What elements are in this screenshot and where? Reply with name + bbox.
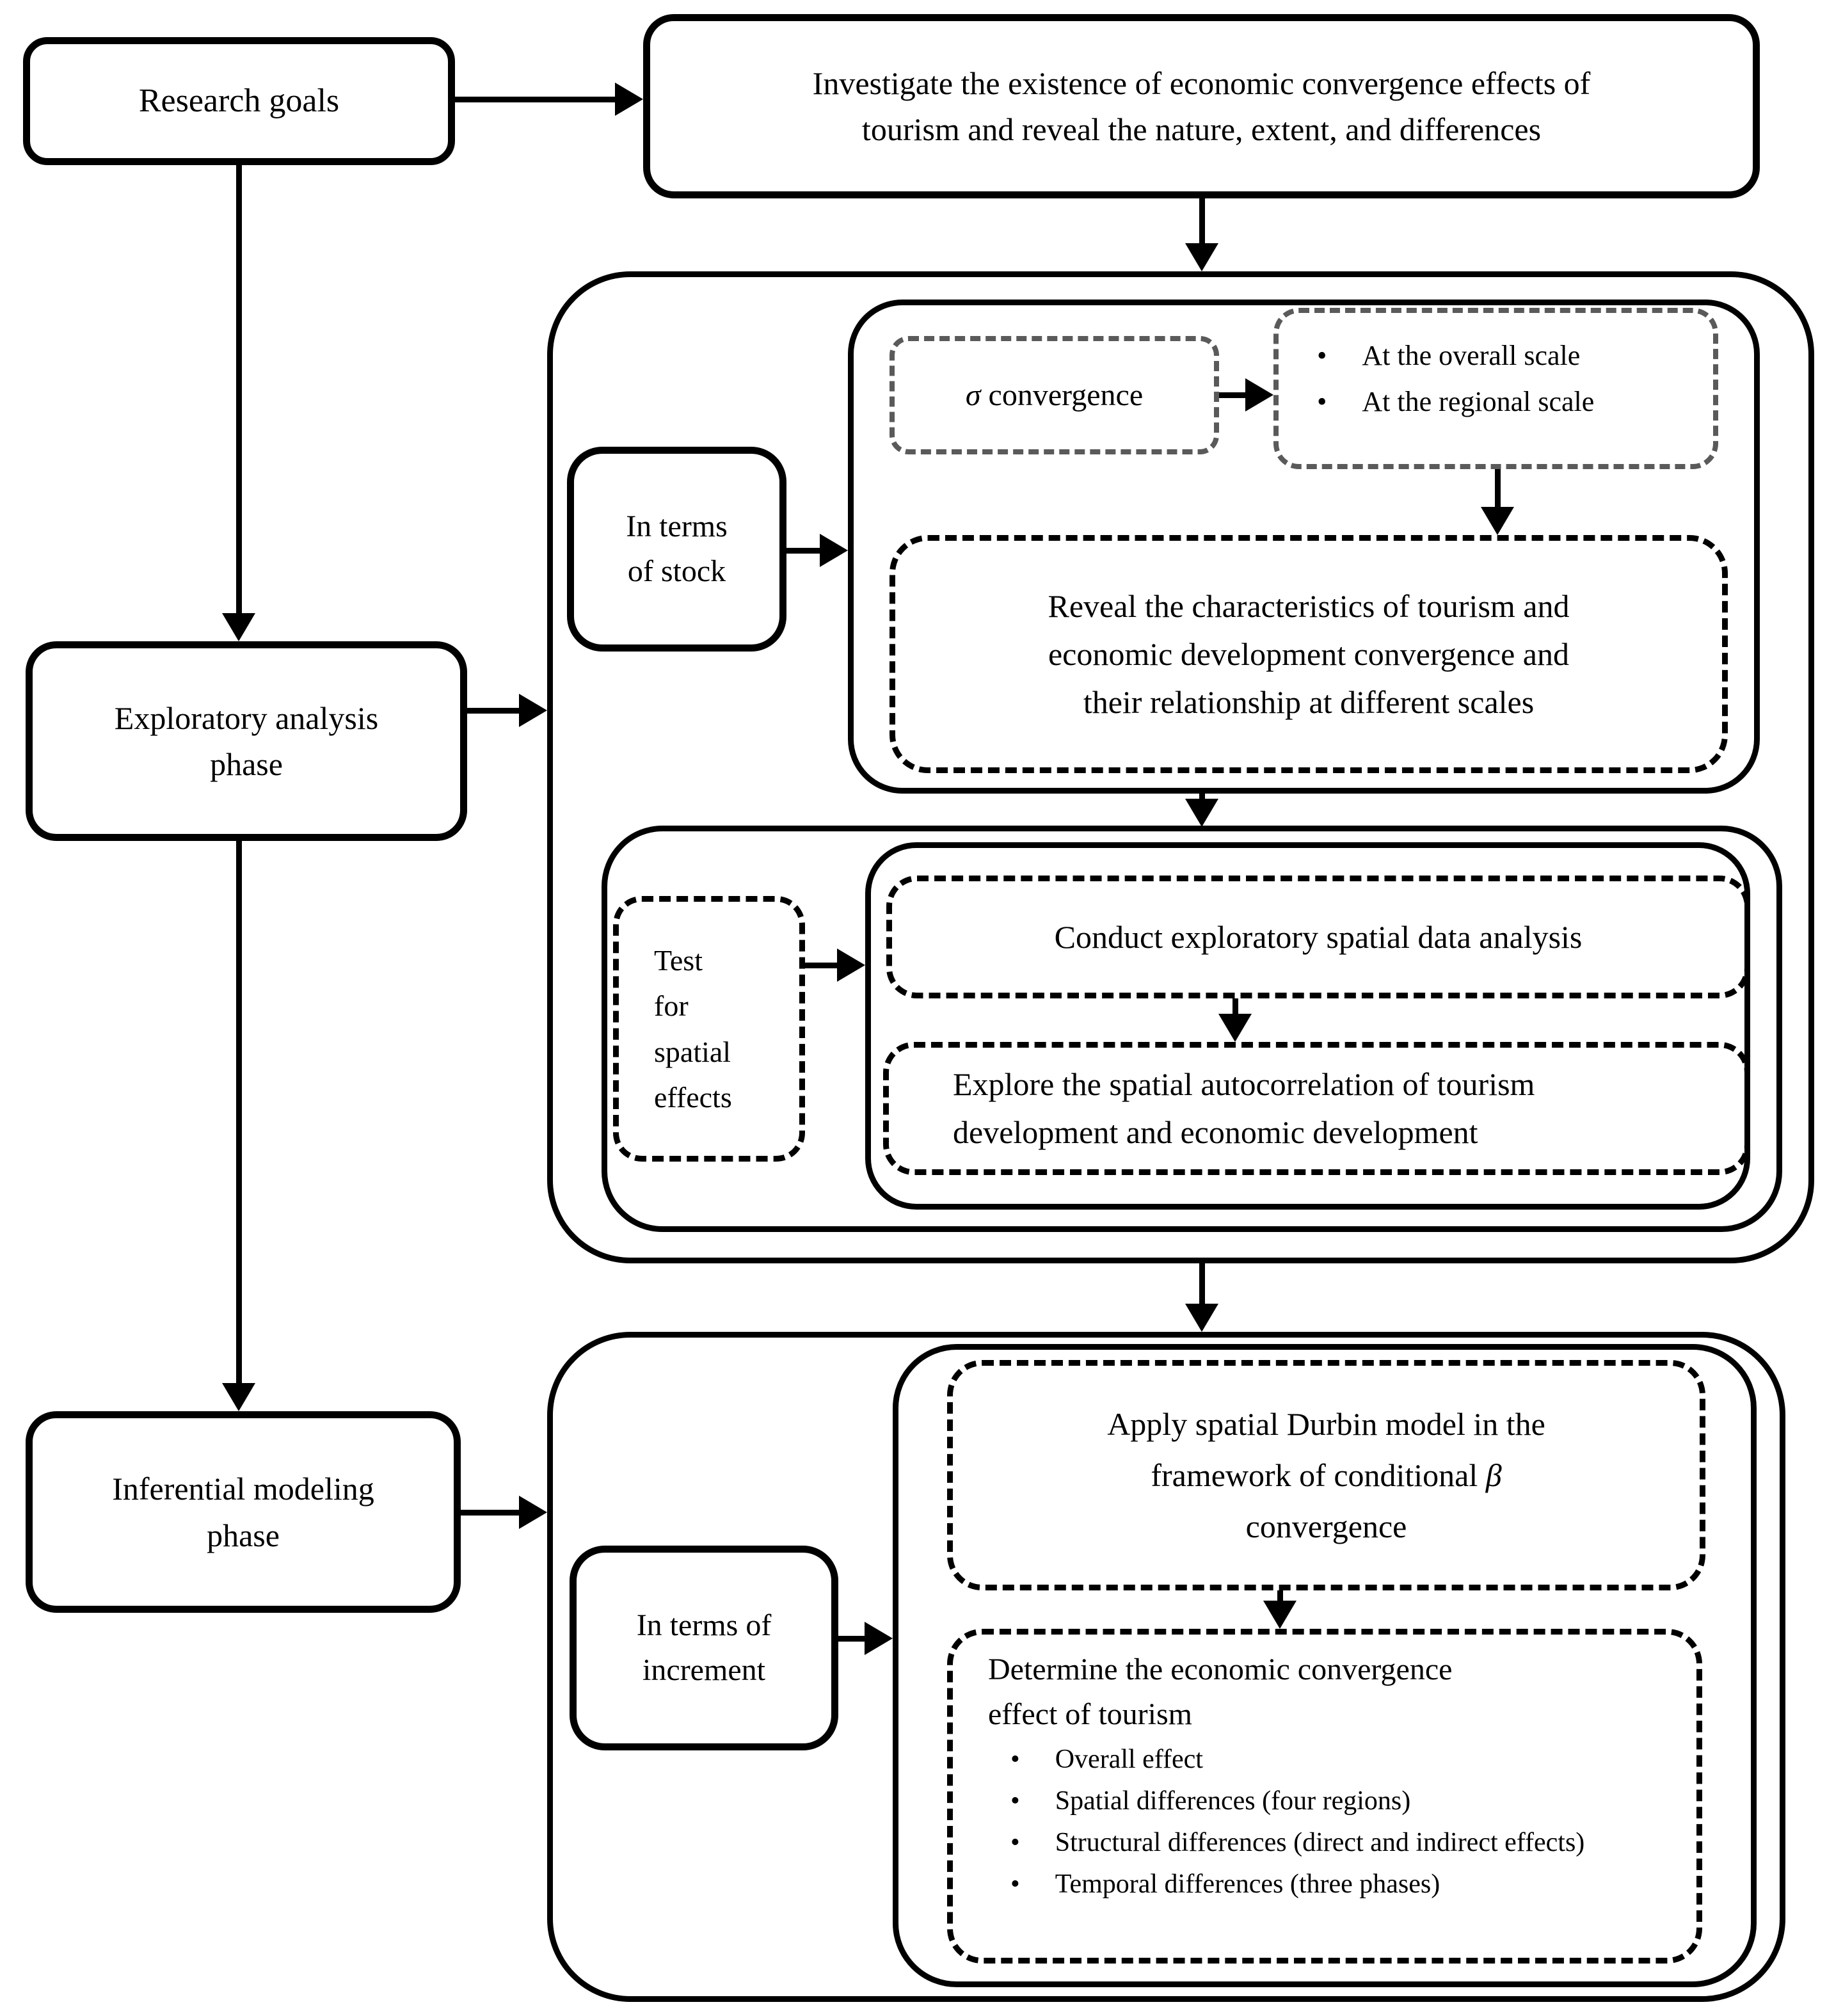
node-reveal-characteristics: Reveal the characteristics of tourism an… xyxy=(890,535,1728,773)
arrow-head-icon xyxy=(222,1383,255,1411)
sigma-symbol: σ xyxy=(965,378,981,412)
arrow-head-icon xyxy=(1218,1014,1252,1042)
container-exploratory-block xyxy=(547,271,1814,1263)
determine-bullet-list: • Overall effect • Spatial differences (… xyxy=(988,1740,1664,1904)
node-label-line: their relationship at different scales xyxy=(1083,684,1535,720)
node-label-line: convergence xyxy=(1245,1508,1407,1544)
node-scales-list: • At the overall scale • At the regional… xyxy=(1273,308,1718,469)
node-conduct-esda: Conduct exploratory spatial data analysi… xyxy=(886,876,1750,998)
node-determine-effects: Determine the economic convergence effec… xyxy=(947,1629,1702,1964)
node-label: σ convergence xyxy=(965,378,1144,412)
arrow-head-icon xyxy=(519,694,547,727)
node-test-spatial-effects: Test for spatial effects xyxy=(613,896,805,1162)
bullet-icon: • xyxy=(1010,1827,1020,1857)
beta-symbol: β xyxy=(1485,1457,1502,1493)
list-item-label: Spatial differences (four regions) xyxy=(1055,1786,1411,1816)
node-label-line: In terms xyxy=(626,509,728,544)
node-title-line: effect of tourism xyxy=(988,1697,1193,1731)
list-item: • Temporal differences (three phases) xyxy=(1010,1865,1664,1904)
node-label-line: Apply spatial Durbin model in the xyxy=(1107,1406,1545,1442)
node-label-line: Investigate the existence of economic co… xyxy=(812,65,1591,101)
node-in-terms-of-stock: In terms of stock xyxy=(567,447,786,652)
arrow-head-icon xyxy=(1481,507,1514,535)
list-item: • Structural differences (direct and ind… xyxy=(1010,1823,1664,1862)
arrow-head-icon xyxy=(1263,1601,1296,1629)
container-inferential-inner xyxy=(893,1344,1757,1987)
node-label: Research goals xyxy=(138,83,340,120)
node-label-line: Explore the spatial autocorrelation of t… xyxy=(953,1066,1535,1102)
arrow-head-icon xyxy=(865,1622,893,1655)
bullet-icon: • xyxy=(1317,340,1327,371)
node-label-line: tourism and reveal the nature, extent, a… xyxy=(861,111,1542,147)
list-item-label: At the overall scale xyxy=(1362,340,1581,371)
list-item: • Overall effect xyxy=(1010,1740,1664,1779)
arrow-head-icon xyxy=(519,1496,547,1529)
node-label-line: spatial xyxy=(654,1035,731,1068)
list-item-label: Structural differences (direct and indir… xyxy=(1055,1827,1585,1857)
container-stock-analysis xyxy=(848,300,1760,794)
node-research-goals: Research goals xyxy=(23,37,455,165)
node-label-line: Exploratory analysis xyxy=(114,700,379,736)
list-item-label: Overall effect xyxy=(1055,1745,1203,1775)
bullet-icon: • xyxy=(1010,1786,1020,1816)
arrow-head-icon xyxy=(615,83,643,116)
container-spatial-effects xyxy=(602,826,1782,1232)
node-label-line: of stock xyxy=(627,554,726,588)
arrow-head-icon xyxy=(1185,243,1218,271)
list-item: • Spatial differences (four regions) xyxy=(1010,1782,1664,1821)
list-item: • At the overall scale xyxy=(1317,335,1713,377)
arrow-head-icon xyxy=(1185,799,1218,827)
node-label-line: development and economic development xyxy=(953,1114,1478,1150)
node-explore-autocorrelation: Explore the spatial autocorrelation of t… xyxy=(883,1042,1750,1175)
bullet-icon: • xyxy=(1010,1745,1020,1775)
node-label-line: increment xyxy=(642,1653,765,1687)
bullet-icon: • xyxy=(1317,386,1327,417)
node-label-line: effects xyxy=(654,1080,732,1114)
node-sigma-convergence: σ convergence xyxy=(890,336,1219,454)
node-title-line: Determine the economic convergence xyxy=(988,1652,1453,1686)
node-label: Conduct exploratory spatial data analysi… xyxy=(1054,918,1583,955)
node-label-line: Reveal the characteristics of tourism an… xyxy=(1048,588,1570,624)
node-label-line: Test xyxy=(654,943,703,977)
node-investigate-goal: Investigate the existence of economic co… xyxy=(643,14,1760,198)
container-inferential-block xyxy=(547,1332,1785,2002)
list-item: • At the regional scale xyxy=(1317,381,1713,423)
node-label-line: Inferential modeling xyxy=(112,1471,374,1507)
arrow-head-icon xyxy=(837,948,865,982)
node-in-terms-of-increment: In terms of increment xyxy=(570,1546,838,1750)
list-item-label: At the regional scale xyxy=(1362,386,1595,417)
node-label-line: for xyxy=(654,989,689,1023)
arrow-head-icon xyxy=(1245,378,1273,412)
node-label-line: phase xyxy=(207,1517,280,1553)
node-label-line: framework of conditional β xyxy=(1151,1457,1502,1493)
node-apply-spatial-durbin: Apply spatial Durbin model in the framew… xyxy=(947,1360,1705,1590)
container-spatial-effects-inner xyxy=(865,842,1750,1210)
bullet-icon: • xyxy=(1010,1869,1020,1899)
node-inferential-phase: Inferential modeling phase xyxy=(26,1411,461,1613)
arrow-head-icon xyxy=(222,613,255,641)
arrow-head-icon xyxy=(820,534,848,567)
list-item-label: Temporal differences (three phases) xyxy=(1055,1869,1440,1899)
node-exploratory-phase: Exploratory analysis phase xyxy=(26,641,467,841)
node-label-line: phase xyxy=(210,746,283,782)
node-label-line: In terms of xyxy=(636,1608,772,1643)
arrow-head-icon xyxy=(1185,1304,1218,1332)
node-label-line: economic development convergence and xyxy=(1048,636,1569,672)
